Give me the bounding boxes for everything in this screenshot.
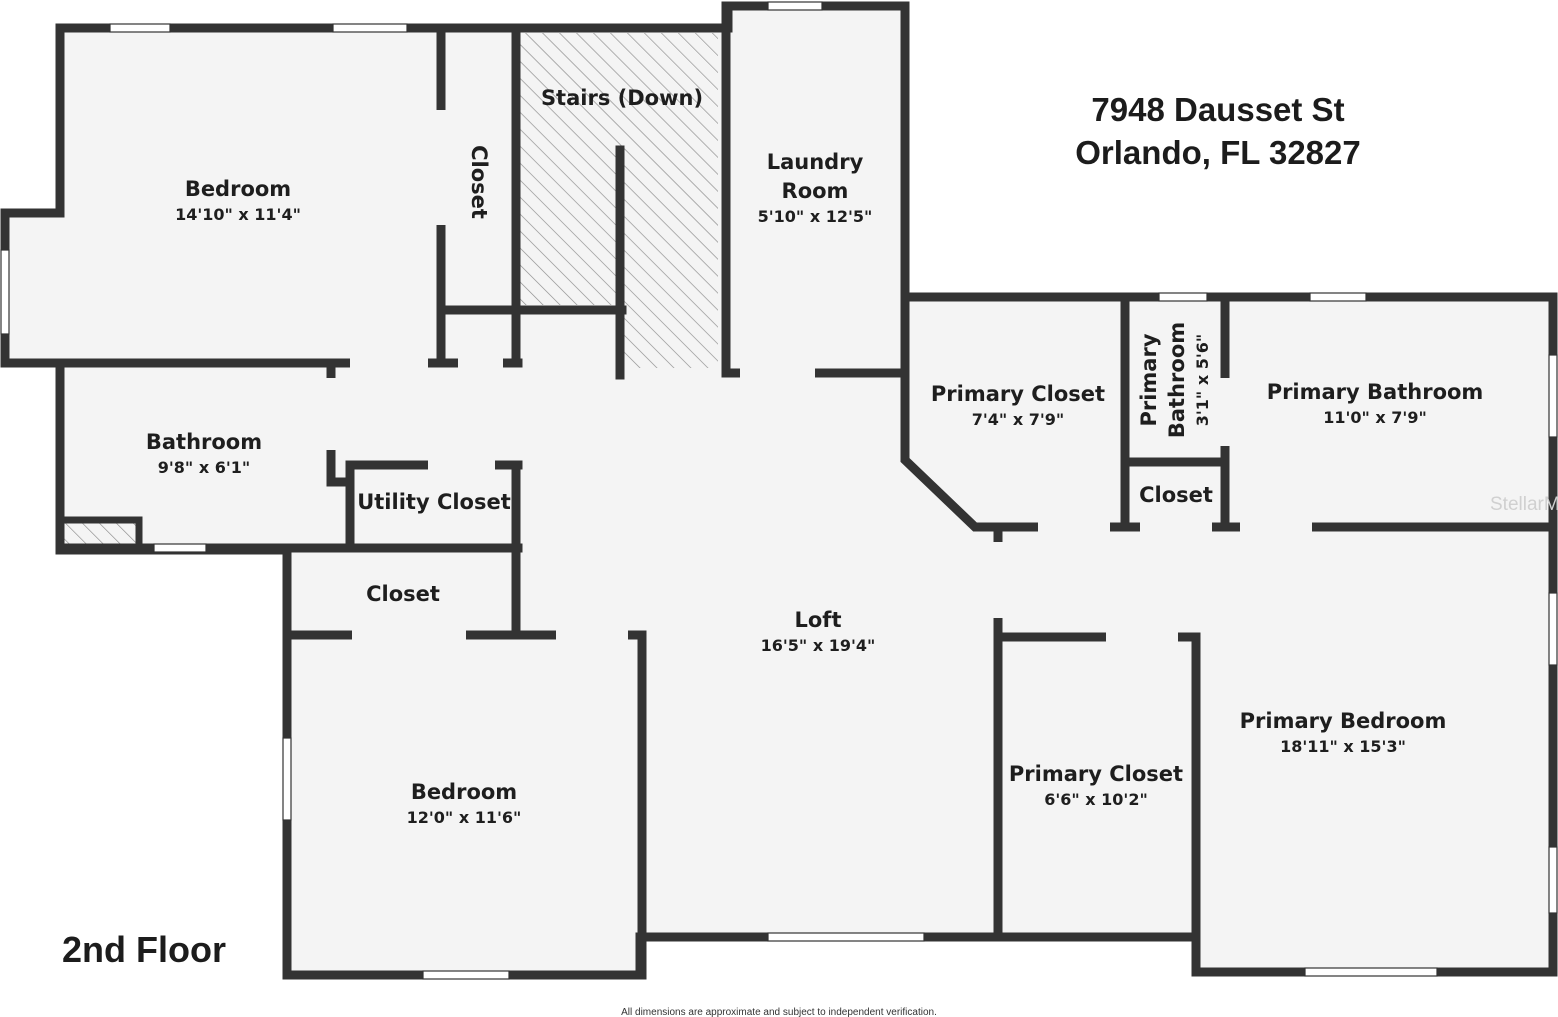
closet-e-name: Closet bbox=[1139, 483, 1213, 507]
primary-closet-n-name: Primary Closet bbox=[931, 382, 1105, 406]
openings bbox=[325, 110, 1312, 643]
stairs-name: Stairs (Down) bbox=[541, 86, 703, 110]
primary-closet-s-name: Primary Closet bbox=[1009, 762, 1183, 786]
laundry-name-line1: Laundry bbox=[767, 150, 864, 174]
bedroom-nw-dim: 14'10" x 11'4" bbox=[175, 205, 301, 224]
closet-nw-name: Closet bbox=[467, 145, 491, 219]
primary-bathroom-name: Primary Bathroom bbox=[1267, 380, 1484, 404]
bedroom-sw-name: Bedroom bbox=[411, 780, 517, 804]
closet-sw-name: Closet bbox=[366, 582, 440, 606]
primary-wc-dim: 3'1" x 5'6" bbox=[1193, 334, 1212, 426]
bathroom-name: Bathroom bbox=[146, 430, 262, 454]
bedroom-nw-name: Bedroom bbox=[185, 177, 291, 201]
loft-name: Loft bbox=[795, 608, 842, 632]
laundry-name-line2: Room bbox=[782, 179, 849, 203]
watermark: StellarM bbox=[1490, 494, 1558, 515]
primary-closet-n-dim: 7'4" x 7'9" bbox=[972, 410, 1064, 429]
floor-fills bbox=[5, 6, 1553, 975]
floor-label: 2nd Floor bbox=[62, 929, 226, 970]
loft-dim: 16'5" x 19'4" bbox=[761, 636, 876, 655]
bathroom-dim: 9'8" x 6'1" bbox=[158, 458, 250, 477]
windows bbox=[0, 1, 1558, 980]
primary-bedroom-name: Primary Bedroom bbox=[1240, 709, 1447, 733]
primary-wc-name-line2: Bathroom bbox=[1165, 322, 1189, 438]
primary-wc-name-line1: Primary bbox=[1137, 333, 1161, 426]
laundry-dim: 5'10" x 12'5" bbox=[758, 207, 873, 226]
address-line1: 7948 Dausset St bbox=[1091, 91, 1344, 128]
utility-closet-name: Utility Closet bbox=[357, 490, 511, 514]
bedroom-sw-dim: 12'0" x 11'6" bbox=[407, 808, 522, 827]
primary-bathroom-dim: 11'0" x 7'9" bbox=[1323, 408, 1427, 427]
walls bbox=[0, 1, 1558, 980]
room-labels: Bedroom 14'10" x 11'4" Closet Stairs (Do… bbox=[146, 86, 1483, 827]
primary-closet-s-dim: 6'6" x 10'2" bbox=[1044, 790, 1148, 809]
address-line2: Orlando, FL 32827 bbox=[1075, 134, 1361, 171]
disclaimer: All dimensions are approximate and subje… bbox=[621, 1007, 937, 1017]
primary-bedroom-dim: 18'11" x 15'3" bbox=[1280, 737, 1406, 756]
